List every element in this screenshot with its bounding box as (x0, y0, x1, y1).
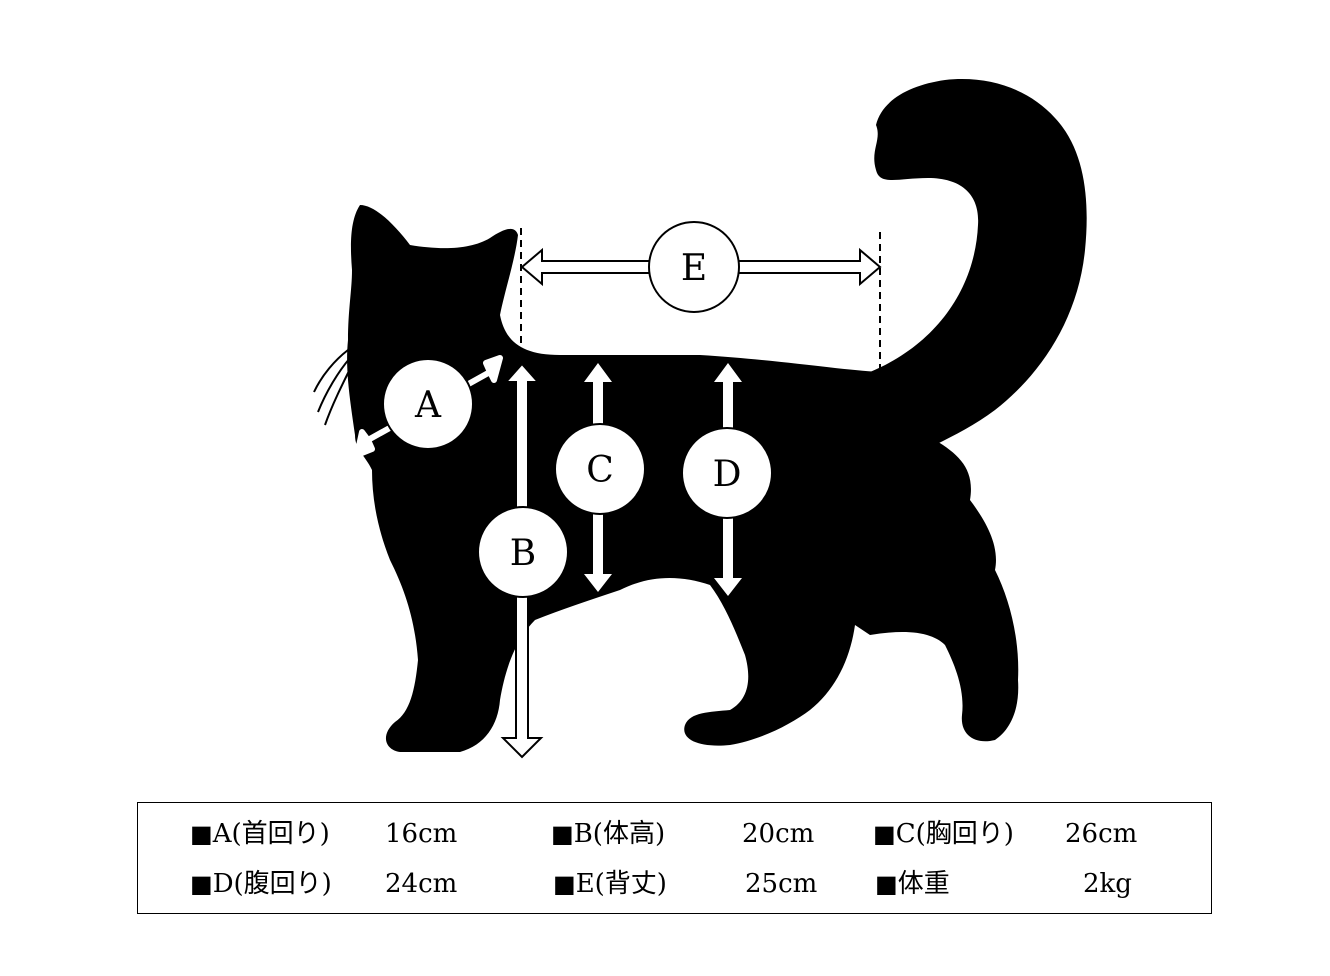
measurement-legend: ■A(首回り) 16cm ■B(体高) 20cm ■C(胸回り) 26cm ■D… (137, 802, 1212, 914)
legend-label: A(首回り) (212, 819, 330, 849)
legend-item-neck: ■A(首回り) (190, 819, 330, 849)
d-label: D (713, 454, 742, 495)
legend-value-weight: 2kg (1083, 869, 1132, 899)
legend-item-height: ■B(体高) (551, 819, 665, 849)
b-label-circle (477, 506, 569, 598)
legend-value-neck: 16cm (385, 819, 458, 849)
c-label: C (586, 450, 614, 491)
cat-tail (870, 79, 1087, 446)
legend-marker: ■ (873, 820, 896, 848)
measure-a: A (354, 355, 503, 458)
legend-label: E(背丈) (575, 869, 667, 899)
legend-value-back-length: 25cm (745, 869, 818, 899)
legend-label: B(体高) (573, 819, 666, 849)
legend-value-chest: 26cm (1065, 819, 1138, 849)
a-label-circle (382, 358, 474, 450)
legend-label: D(腹回り) (212, 869, 332, 899)
d-label-circle (681, 427, 773, 519)
measure-c: C (554, 363, 646, 592)
legend-item-belly: ■D(腹回り) (190, 869, 332, 899)
legend-marker: ■ (553, 870, 576, 898)
cat-measurement-diagram: E A B C D (313, 79, 1087, 759)
e-label: E (681, 248, 707, 289)
legend-value-height: 20cm (742, 819, 815, 849)
legend-marker: ■ (190, 870, 213, 898)
e-label-circle (648, 221, 740, 313)
a-label: A (414, 385, 442, 426)
measure-e: E (520, 221, 882, 368)
c-label-circle (554, 423, 646, 515)
legend-label: 体重 (897, 869, 950, 899)
legend-item-back-length: ■E(背丈) (553, 869, 667, 899)
legend-item-weight: ■体重 (875, 869, 950, 899)
legend-marker: ■ (875, 870, 898, 898)
legend-marker: ■ (551, 820, 574, 848)
a-double-arrow (354, 355, 503, 458)
b-label: B (510, 533, 536, 574)
measure-d: D (681, 363, 773, 596)
legend-label: C(胸回り) (895, 819, 1014, 849)
legend-value-belly: 24cm (385, 869, 458, 899)
legend-item-chest: ■C(胸回り) (873, 819, 1014, 849)
legend-marker: ■ (190, 820, 213, 848)
cat-whiskers (313, 349, 353, 426)
measure-b: B (477, 362, 569, 759)
